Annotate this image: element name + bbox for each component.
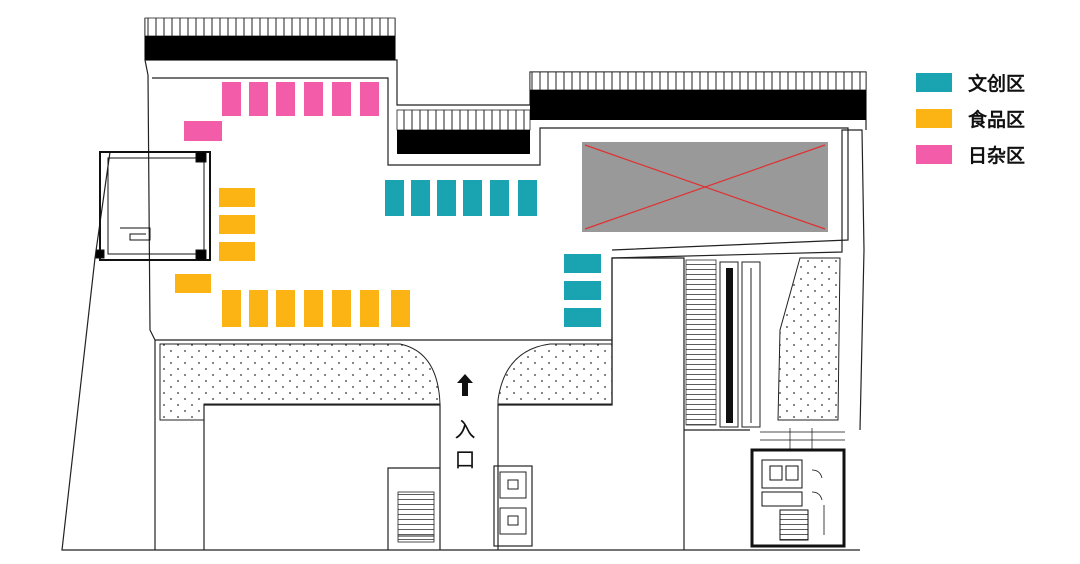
stall [332, 82, 351, 116]
stall [175, 274, 211, 293]
stall [304, 82, 323, 116]
stall [222, 82, 241, 116]
stall [411, 180, 430, 216]
legend-label: 日杂区 [968, 144, 1026, 167]
stall [463, 180, 482, 216]
legend-label: 食品区 [968, 108, 1026, 131]
elevator-icon [493, 465, 533, 547]
legend-item-food: 食品区 [916, 104, 1025, 132]
stall [276, 82, 295, 116]
stall [564, 254, 601, 273]
stall [385, 180, 404, 216]
stall [219, 188, 255, 207]
stall [219, 242, 255, 261]
up-arrow-icon [457, 374, 473, 396]
stair-icon [95, 151, 211, 261]
stall [222, 290, 241, 327]
stall [490, 180, 509, 216]
atrium-void [582, 142, 828, 232]
zone-food [175, 188, 410, 327]
lower-area-outline [154, 257, 750, 550]
stall [564, 308, 601, 327]
stall [332, 290, 351, 327]
legend-swatch [916, 108, 952, 128]
entrance-stairs [397, 491, 435, 543]
stall [518, 180, 537, 216]
stall [304, 290, 323, 327]
planting-areas [159, 257, 841, 421]
stall [391, 290, 410, 327]
zone-creative [385, 180, 601, 327]
stall [360, 82, 379, 116]
stall [564, 281, 601, 300]
stall [219, 215, 255, 234]
entrance-marker: 入口 [452, 374, 478, 478]
stall [184, 121, 222, 141]
legend: 文创区 食品区 日杂区 [916, 68, 1025, 176]
north-wall-bands [144, 17, 867, 154]
stall [249, 82, 268, 116]
stall [360, 290, 379, 327]
escalator-icon [685, 259, 761, 428]
stall [437, 180, 456, 216]
legend-item-daily-goods: 日杂区 [916, 140, 1025, 168]
stall [249, 290, 268, 327]
zone-daily-goods [184, 82, 379, 141]
legend-label: 文创区 [968, 72, 1026, 95]
entrance-label: 入口 [454, 418, 476, 472]
service-core [750, 428, 846, 548]
legend-item-creative: 文创区 [916, 68, 1025, 96]
stall [276, 290, 295, 327]
legend-swatch [916, 72, 952, 92]
legend-swatch [916, 144, 952, 164]
